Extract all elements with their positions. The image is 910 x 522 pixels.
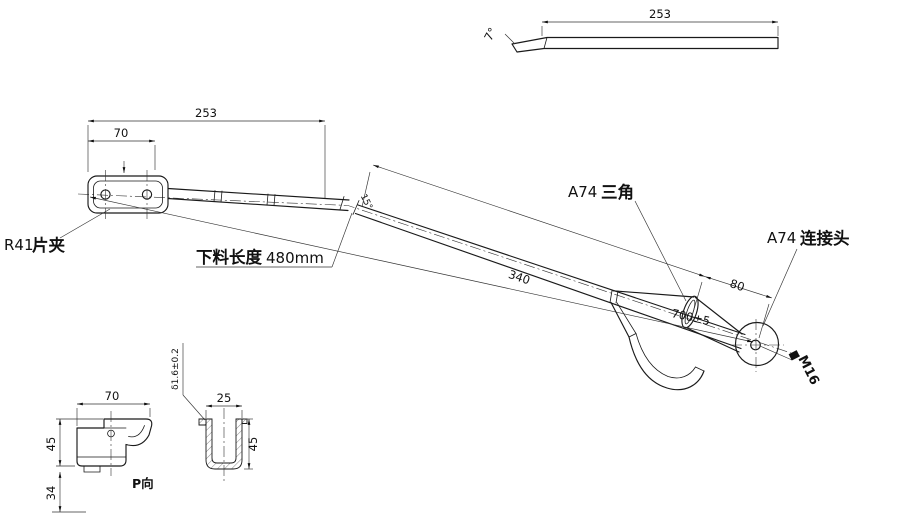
- channel-wall: [205, 418, 243, 470]
- p-height-dim: 45: [44, 418, 103, 467]
- connector-label-suffix: 连接头: [800, 228, 850, 248]
- p-foot-value: 34: [44, 486, 58, 501]
- thread-label-group: M16: [759, 345, 822, 388]
- rod-part: [167, 187, 746, 350]
- main-assembly-view: 70 253 340 80 700±5 15° R41: [4, 106, 850, 391]
- flat-bar-view: 253 7°: [481, 7, 779, 53]
- blank-length-text: 下料长度: [196, 247, 263, 267]
- connector-part: [731, 319, 784, 372]
- section-height-value: 45: [246, 437, 260, 452]
- blank-start-dim: 253: [88, 106, 326, 198]
- bar-angle-leader: [504, 33, 516, 45]
- p-height-value: 45: [44, 437, 58, 452]
- blank-length-label: 下料长度 480mm: [196, 212, 353, 268]
- p-foot-dim: 34: [44, 472, 86, 513]
- flat-bar-outline: [511, 36, 779, 53]
- p-view-label: P向: [132, 476, 154, 491]
- connector-eye: [734, 321, 780, 367]
- total-length-dim: 700±5: [89, 196, 754, 343]
- connector-label: A74 连接头: [762, 228, 850, 327]
- clamp-width-value: 70: [114, 126, 129, 140]
- channel-flange-right: [241, 418, 248, 424]
- bend-angle-label: 15°: [358, 193, 374, 212]
- connector-label-prefix: A74: [767, 229, 796, 247]
- section-height-dim: 45: [244, 418, 260, 470]
- section-width-value: 25: [217, 391, 232, 405]
- section-width-dim: 25: [205, 391, 243, 418]
- triangle-part: [609, 290, 743, 391]
- end-length-value: 80: [728, 276, 746, 294]
- thickness-note: δ1.6±0.2: [171, 348, 181, 390]
- section-view: δ1.6±0.2 25 45: [171, 343, 260, 481]
- channel-flange-left: [198, 418, 207, 426]
- clamp-label: R41 片夹: [4, 208, 111, 255]
- clamp-part: [87, 161, 169, 221]
- mid-length-dim: 340 80: [361, 164, 773, 339]
- bar-bend-crease: [543, 37, 548, 49]
- hook-leg: [628, 336, 705, 391]
- bend-crease-1: [339, 196, 345, 210]
- thickness-note-group: δ1.6±0.2: [171, 343, 206, 421]
- clamp-label-suffix: 片夹: [32, 235, 66, 255]
- triangle-label: A74 三角: [568, 182, 687, 302]
- p-part-foot: [83, 465, 101, 473]
- blank-length-value: 480mm: [266, 249, 324, 267]
- bar-length-value: 253: [649, 7, 671, 21]
- bar-tip-angle: 7°: [481, 25, 500, 43]
- clamp-width-dim: 70: [87, 125, 156, 172]
- p-part-outline: [76, 418, 153, 467]
- p-width-dim: 70: [76, 389, 151, 426]
- detail-p-view: 70 45 34 P向: [44, 389, 154, 513]
- p-width-value: 70: [105, 389, 120, 403]
- weld-symbol: [788, 350, 800, 361]
- triangle-label-suffix: 三角: [601, 182, 634, 202]
- overall-front-value: 253: [195, 106, 217, 120]
- thread-label: M16: [794, 353, 821, 387]
- mid-length-value: 340: [507, 267, 532, 287]
- clamp-label-prefix: R41: [4, 236, 34, 254]
- bar-length-dim: 253: [541, 7, 779, 36]
- triangle-label-prefix: A74: [568, 183, 597, 201]
